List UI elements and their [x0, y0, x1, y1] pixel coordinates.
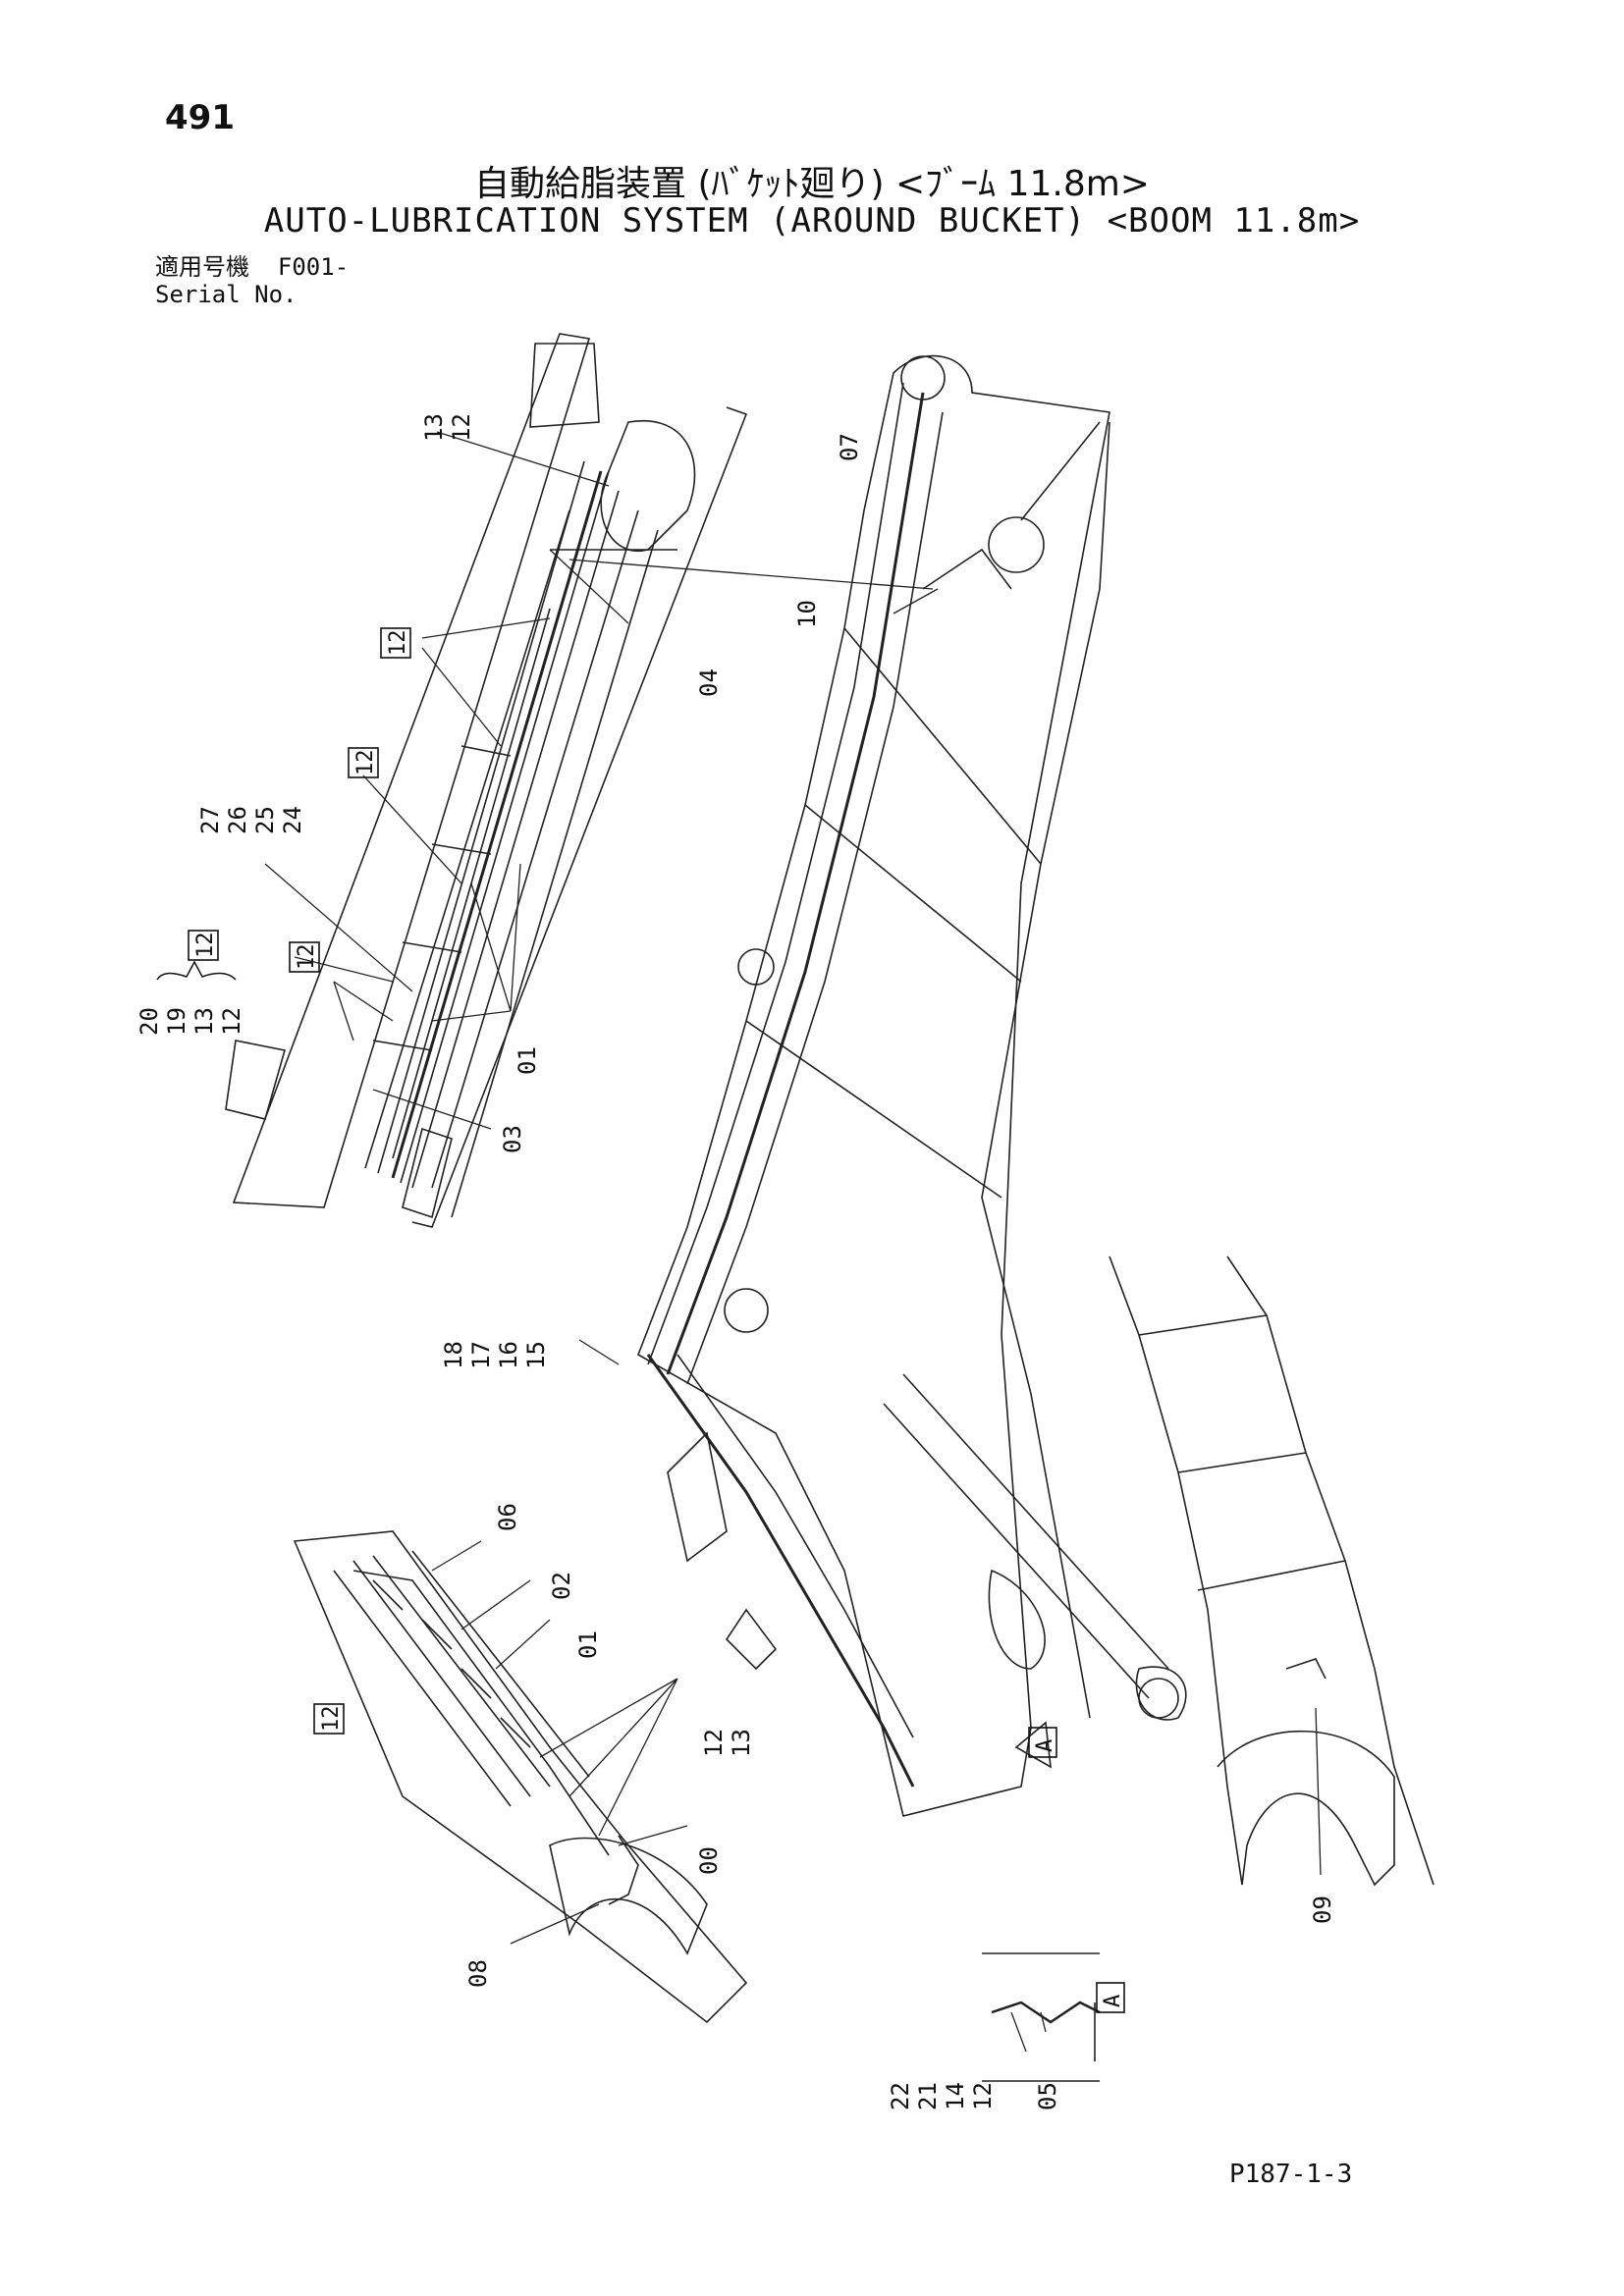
callout-26: 26: [224, 806, 251, 834]
callout-07: 07: [836, 433, 863, 461]
group-brace: [156, 960, 237, 981]
callout-18: 18: [440, 1341, 467, 1369]
serial-value: F001-: [277, 253, 350, 281]
callout-03: 03: [499, 1125, 526, 1153]
page-number: 491: [165, 98, 235, 137]
callout-08: 08: [464, 1959, 492, 1988]
callout-15: 15: [522, 1341, 550, 1369]
callout-06: 06: [494, 1503, 521, 1531]
callout-10: 10: [793, 600, 821, 628]
callout-24: 24: [279, 806, 306, 834]
callout-12-left: 12: [218, 1007, 245, 1036]
serial-block: 適用号機 F001- Serial No.: [155, 253, 349, 308]
page-code: P187-1-3: [1229, 2160, 1353, 2189]
callout-05: 05: [1034, 2082, 1061, 2110]
callout-13-top: 13: [420, 413, 448, 442]
callout-boxes: [188, 627, 1125, 2013]
callout-09: 09: [1309, 1896, 1336, 1924]
callout-17: 17: [467, 1341, 495, 1369]
leader-lines: [264, 431, 1322, 2053]
callout-01-lower: 01: [574, 1630, 602, 1659]
callout-12-top: 12: [448, 413, 475, 442]
callout-12-lower: 12: [700, 1729, 728, 1757]
callout-00: 00: [695, 1846, 723, 1875]
callout-labels: 13 12 07 10 04 12 12 27 26 25 24 12 12 2…: [135, 413, 1336, 2110]
callout-02: 02: [548, 1572, 575, 1600]
main-boom-detail: [637, 354, 1187, 1817]
callout-16: 16: [495, 1341, 522, 1369]
lower-left-tip-detail: [293, 1530, 748, 2024]
callout-01-upper: 01: [514, 1046, 541, 1075]
serial-label-jp: 適用号機: [155, 253, 249, 281]
callout-19: 19: [163, 1007, 190, 1036]
title-english: AUTO-LUBRICATION SYSTEM (AROUND BUCKET) …: [263, 201, 1361, 240]
callout-21: 21: [914, 2082, 942, 2110]
callout-27: 27: [196, 806, 224, 834]
right-arm-tip-detail: [1109, 1255, 1435, 1887]
callout-box-12-e: 12: [319, 1706, 344, 1733]
title-japanese: 自動給脂装置 (ﾊﾞｹｯﾄ廻り) <ﾌﾞｰﾑ 11.8m>: [474, 164, 1150, 204]
callout-box-12-d: 12: [295, 944, 319, 971]
callout-25: 25: [251, 806, 279, 834]
callout-box-12-b: 12: [353, 750, 378, 776]
drawing-linework: [225, 333, 1435, 2082]
upper-left-boom-detail: [225, 333, 748, 1228]
callout-box-12-c: 12: [193, 933, 218, 959]
callout-22: 22: [887, 2082, 914, 2110]
callout-14: 14: [942, 2082, 969, 2110]
callout-13-left: 13: [190, 1007, 218, 1036]
serial-row-jp: 適用号機 F001-: [155, 253, 349, 281]
serial-label-en: Serial No.: [155, 281, 298, 308]
callout-box-12-a: 12: [386, 630, 410, 657]
callout-20: 20: [135, 1007, 163, 1036]
callout-12-detail: 12: [969, 2082, 997, 2110]
detail-view-a: [982, 1952, 1101, 2082]
view-label-a: A: [1033, 1739, 1057, 1752]
callout-04: 04: [695, 668, 723, 697]
callout-13-lower: 13: [728, 1729, 755, 1757]
view-label-a-detail: A: [1101, 1995, 1125, 2007]
